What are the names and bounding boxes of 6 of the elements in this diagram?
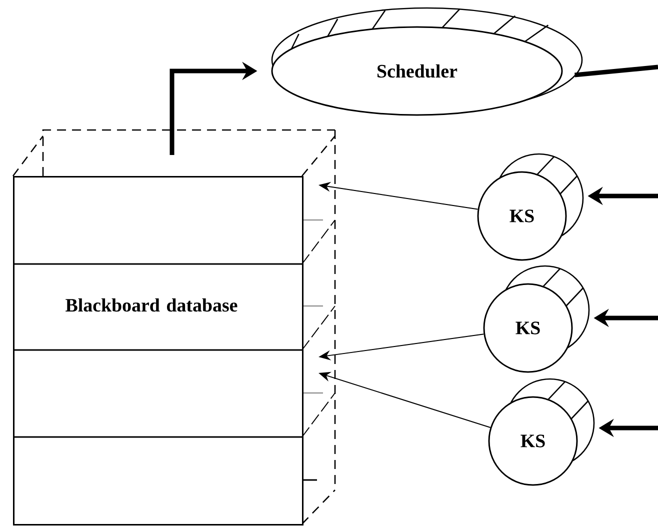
knowledge-source-cylinder: KS bbox=[483, 265, 590, 373]
knowledge-source-cylinder: KS bbox=[488, 378, 595, 486]
blackboard-box: Blackboard database bbox=[12, 129, 336, 526]
scheduler-disk: Scheduler bbox=[271, 7, 583, 116]
knowledge-source-cylinder: KS bbox=[477, 153, 584, 261]
output-line bbox=[574, 64, 658, 78]
